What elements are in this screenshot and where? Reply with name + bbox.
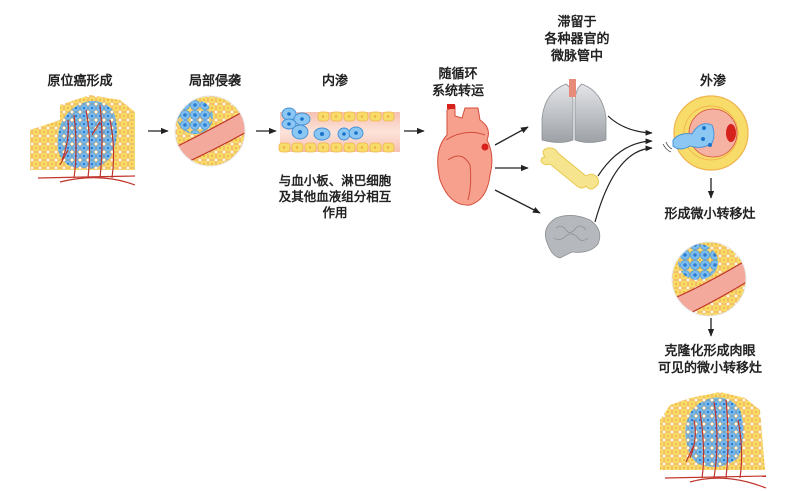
arrest-line-2: 各种器官的 <box>544 32 610 47</box>
label-circulation: 随循环 系统转运 <box>423 66 493 100</box>
brain-icon <box>544 215 601 259</box>
arrow-to-lung <box>494 126 529 146</box>
note-line-3: 作用 <box>322 205 348 220</box>
label-colonization: 克隆化形成肉眼 可见的微小转移灶 <box>640 343 780 377</box>
label-in-situ: 原位癌形成 <box>47 74 113 89</box>
circulation-line-1: 随循环 <box>438 67 478 82</box>
heart-icon <box>437 104 493 206</box>
colonization-line-2: 可见的微小转移灶 <box>657 361 762 376</box>
lung-icon <box>541 79 607 143</box>
colonization-line-1: 克隆化形成肉眼 <box>664 344 756 359</box>
note-line-2: 及其他血液组分相互 <box>278 189 392 204</box>
note-line-1: 与血小板、淋巴细胞 <box>278 173 392 188</box>
arrest-line-1: 滞留于 <box>557 15 597 30</box>
arrest-line-3: 微脉管中 <box>550 49 603 64</box>
arrow-lung-to-extravasation <box>607 115 653 136</box>
extravasation-illustration <box>662 95 749 171</box>
arrow-to-brain <box>494 189 541 214</box>
bone-icon <box>540 147 599 190</box>
arrow-brain-to-extravasation <box>594 145 653 223</box>
label-intravasation: 内渗 <box>321 74 348 89</box>
colonization-illustration <box>660 392 767 489</box>
circulation-line-2: 系统转运 <box>431 84 484 99</box>
local-invasion-illustration <box>174 95 246 167</box>
label-arrest: 滞留于 各种器官的 微脉管中 <box>532 14 622 65</box>
label-intravasation-note: 与血小板、淋巴细胞 及其他血液组分相互 作用 <box>262 173 408 221</box>
label-extravasation: 外渗 <box>699 74 726 89</box>
label-micrometastasis: 形成微小转移灶 <box>664 207 756 222</box>
in-situ-tumor-illustration <box>30 95 136 186</box>
arrow-bone-to-extravasation <box>597 138 653 177</box>
micrometastasis-illustration <box>671 241 747 317</box>
intravasation-illustration <box>278 107 400 153</box>
label-local-invasion: 局部侵袭 <box>188 74 241 89</box>
